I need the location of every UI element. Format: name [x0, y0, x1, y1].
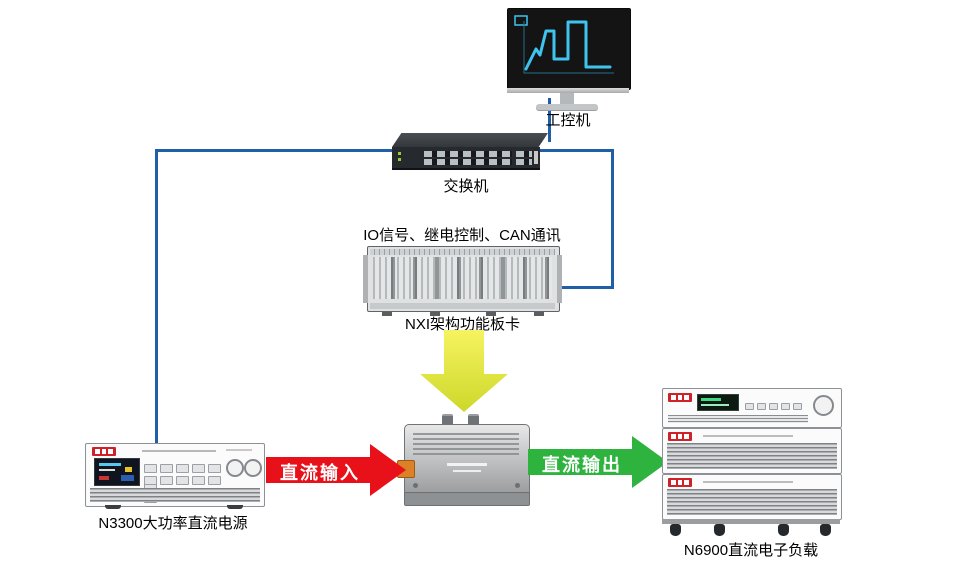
cart-base — [662, 519, 840, 524]
vent-grille — [667, 489, 837, 515]
nxi-card-slots — [373, 257, 552, 299]
caster-wheel — [778, 524, 789, 536]
switch-front-face — [392, 147, 540, 170]
n3300-power-supply — [85, 443, 265, 511]
display-screen — [697, 394, 739, 411]
monitor-base — [536, 104, 598, 110]
n3300-front-panel — [85, 443, 265, 507]
n6900-mainframe — [662, 388, 842, 428]
nxi-foot — [486, 312, 496, 316]
brand-badge — [92, 447, 116, 456]
n6900-label: N6900直流电子负载 — [683, 542, 819, 559]
n6900-electronic-load — [662, 388, 842, 538]
panel-title-line — [142, 450, 216, 452]
switch-label: 交换机 — [443, 178, 489, 195]
n6900-load-module — [662, 428, 842, 474]
monitor-screen — [507, 8, 631, 90]
dut-bolt — [413, 483, 418, 488]
output-socket — [244, 459, 262, 477]
connection-line-monitor-switch — [548, 98, 551, 142]
nxi-label: NXI架构功能板卡 — [404, 316, 520, 333]
panel-title-line — [703, 435, 793, 437]
connection-line-right-vertical — [611, 149, 614, 289]
dut-terminal — [468, 414, 479, 428]
brand-badge — [668, 393, 692, 402]
dut-bolt — [515, 483, 520, 488]
switch-top-face — [392, 133, 548, 147]
button-row — [745, 397, 805, 415]
panel-title-line — [703, 481, 793, 483]
monitor-stand — [560, 93, 574, 104]
ipc-label: 工控机 — [545, 112, 591, 129]
switch-led — [398, 152, 401, 155]
nxi-bottom-rail — [370, 303, 555, 309]
dut-heatsink-fins — [413, 433, 519, 455]
nxi-chassis — [363, 246, 562, 316]
caster-wheel — [670, 524, 681, 536]
caster-wheel — [820, 524, 831, 536]
output-socket — [226, 459, 244, 477]
dut-converter — [397, 412, 530, 508]
brand-badge — [668, 432, 692, 441]
nxi-caption: IO信号、继电控制、CAN通讯 — [363, 227, 561, 244]
n3300-label: N3300大功率直流电源 — [98, 515, 248, 532]
switch-port-row — [424, 151, 512, 157]
nxi-top-rail — [370, 249, 555, 255]
nxi-foot — [534, 312, 544, 316]
vent-grille — [667, 443, 837, 469]
display-screen — [94, 458, 140, 486]
control-knob — [813, 395, 834, 416]
panel-title-line — [226, 449, 252, 451]
nxi-rack-ear — [557, 255, 562, 303]
switch-port-row — [424, 159, 512, 165]
caster-wheel — [714, 524, 725, 536]
dut-label-line — [453, 470, 481, 472]
instrument-foot — [227, 505, 243, 509]
switch-uplink-ports — [516, 151, 532, 157]
nxi-foot — [430, 312, 440, 316]
waveform-chart — [508, 9, 630, 89]
connection-line-switch-right — [540, 149, 614, 152]
switch-uplink-ports — [516, 159, 532, 165]
vent-grille — [668, 415, 808, 423]
nxi-rack-ear — [363, 255, 368, 303]
button-row — [144, 472, 234, 508]
connection-line-nxi — [556, 286, 614, 289]
switch-label-sticker — [534, 151, 538, 164]
dc-input-arrow: 直流输入 — [266, 444, 406, 496]
nxi-foot — [382, 312, 392, 316]
n6900-load-module — [662, 474, 842, 520]
dc-output-label: 直流输出 — [542, 455, 622, 475]
dut-body — [404, 424, 530, 498]
dut-terminal — [442, 414, 453, 428]
connection-line-switch-left — [155, 149, 395, 152]
dc-input-label: 直流输入 — [280, 463, 360, 483]
vent-grille — [90, 488, 260, 502]
monitor-bezel-strip — [507, 88, 629, 93]
dut-mounting-base — [404, 492, 530, 506]
control-bus-arrow-down — [420, 330, 508, 412]
brand-badge — [668, 478, 692, 487]
dut-label-line — [447, 463, 487, 466]
instrument-foot — [105, 505, 121, 509]
switch-led — [398, 158, 401, 161]
connection-line-left-vertical — [155, 149, 158, 447]
dc-output-arrow: 直流输出 — [528, 436, 668, 488]
